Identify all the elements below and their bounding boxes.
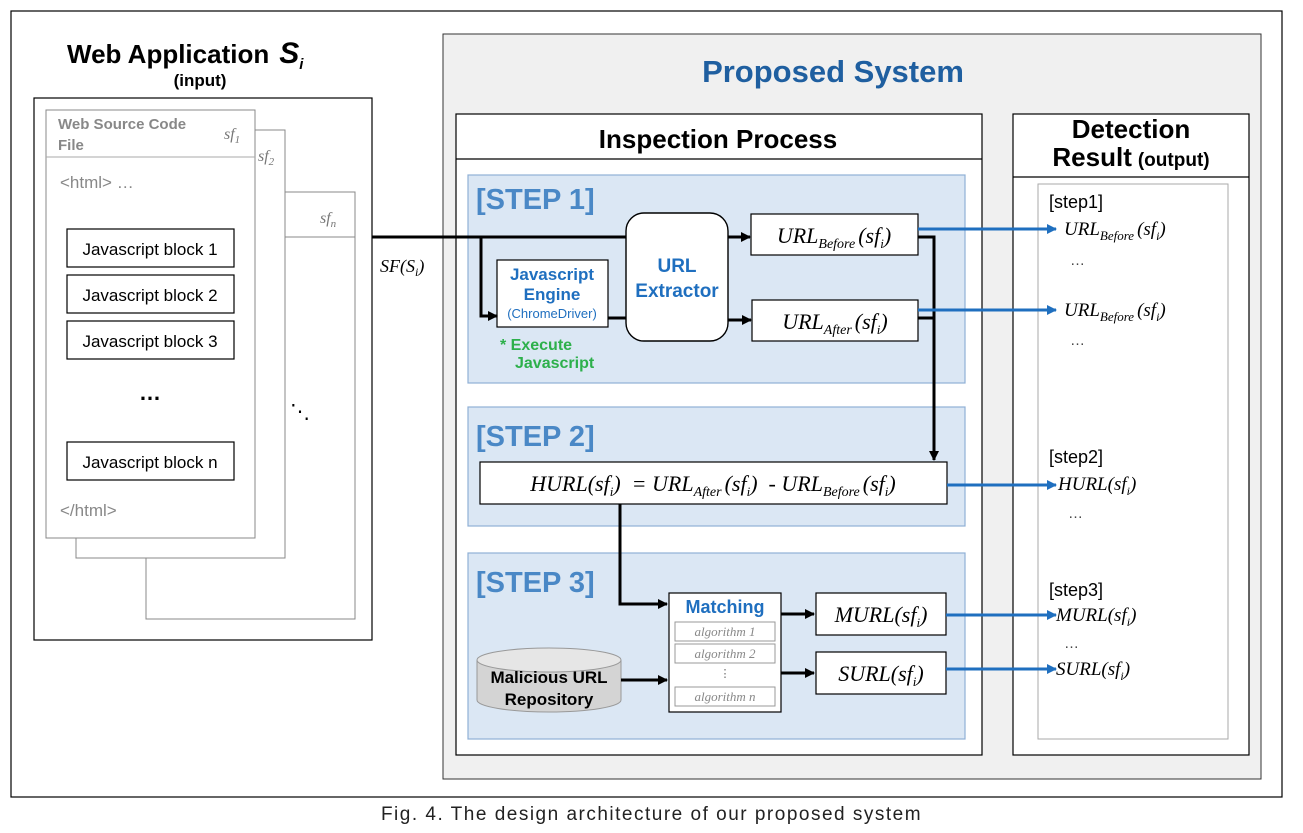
- engine-sub: (ChromeDriver): [507, 306, 597, 321]
- url-after-label: URLAfter(sfi): [782, 309, 888, 338]
- url-before-box: [750, 213, 919, 256]
- file-label-n: sfn: [320, 210, 337, 230]
- js-block-2: [66, 274, 235, 314]
- matching-title: Matching: [686, 597, 765, 617]
- algorithm-n: algorithm n: [694, 689, 755, 704]
- proposed-system-title: Proposed System: [702, 54, 964, 89]
- input-note: (input): [174, 71, 227, 90]
- file-header-line1: Web Source Code: [58, 116, 186, 133]
- stack-ellipsis: ⋱: [290, 401, 310, 423]
- execute-note-line1: * Execute: [500, 337, 572, 354]
- js-block-n-label: Javascript block n: [82, 453, 217, 472]
- result-ellipsis-3: …: [1068, 505, 1083, 522]
- repo-line1: Malicious URL: [490, 668, 607, 687]
- js-block-3: [66, 320, 235, 360]
- result-ellipsis-4: …: [1064, 635, 1079, 652]
- file-label-1: sf1: [224, 126, 240, 146]
- url-extractor-box: [625, 212, 729, 342]
- extractor-line2: Extractor: [635, 281, 719, 302]
- sf-input-label: SF(Si): [380, 256, 424, 279]
- html-open-tag: <html> …: [60, 173, 134, 192]
- hurl-to-matching: [618, 504, 668, 609]
- url-after-box: [751, 299, 919, 342]
- algorithm-n-box: [674, 686, 776, 707]
- url-before-label: URLBefore(sfi): [777, 223, 891, 252]
- murl-box: [815, 592, 947, 636]
- engine-line2: Engine: [524, 285, 581, 304]
- result-murl: MURL(sfi): [1055, 605, 1136, 629]
- detection-title-line1: Detection: [1072, 114, 1190, 144]
- hurl-formula-box: [479, 461, 948, 505]
- url-before-to-step2: [918, 235, 939, 461]
- algorithm-2: algorithm 2: [694, 646, 756, 661]
- inspection-title: Inspection Process: [599, 124, 837, 154]
- result-surl: SURL(sfi): [1056, 659, 1130, 683]
- js-block-n: [66, 441, 235, 481]
- file-label-2: sf2: [258, 148, 275, 168]
- figure-caption: Fig. 4. The design architecture of our p…: [380, 804, 923, 825]
- result-hurl: HURL(sfi): [1057, 474, 1136, 498]
- malicious-url-repository: [476, 647, 622, 713]
- step1-label: [STEP 1]: [476, 184, 595, 216]
- js-block-1: [66, 228, 235, 268]
- murl-label: MURL(sfi): [834, 602, 928, 630]
- engine-line1: Javascript: [510, 265, 594, 284]
- extractor-line1: URL: [657, 256, 696, 277]
- surl-label: SURL(sfi): [838, 661, 924, 689]
- execute-note-line2: Javascript: [515, 355, 595, 372]
- algorithm-1-box: [674, 621, 776, 642]
- arrow-to-engine: [479, 237, 498, 321]
- file-header-line2: File: [58, 137, 84, 154]
- results-list-box: [1037, 183, 1229, 740]
- algorithm-1: algorithm 1: [694, 624, 755, 639]
- js-block-3-label: Javascript block 3: [82, 332, 217, 351]
- step2-label: [STEP 2]: [476, 421, 595, 453]
- result-url-before-2: URLBefore(sfi): [1064, 300, 1166, 324]
- result-step3-label: [step3]: [1049, 580, 1103, 600]
- algorithm-2-box: [674, 643, 776, 664]
- detection-title-line2: Result(output): [1052, 142, 1209, 172]
- javascript-engine-box: [496, 259, 609, 328]
- html-close-tag: </html>: [60, 501, 117, 520]
- algorithm-ellipsis: ⋮: [720, 668, 731, 680]
- surl-box: [815, 651, 947, 695]
- result-ellipsis-2: …: [1070, 332, 1085, 349]
- result-url-before-1: URLBefore(sfi): [1064, 219, 1166, 243]
- repo-line2: Repository: [505, 690, 594, 709]
- result-step2-label: [step2]: [1049, 447, 1103, 467]
- js-block-2-label: Javascript block 2: [82, 286, 217, 305]
- js-block-1-label: Javascript block 1: [82, 240, 217, 259]
- blocks-ellipsis: …: [139, 380, 161, 405]
- hurl-formula: HURL(sfi) = URLAfter(sfi) - URLBefore(sf…: [529, 471, 895, 500]
- result-step1-label: [step1]: [1049, 192, 1103, 212]
- step3-label: [STEP 3]: [476, 567, 595, 599]
- result-ellipsis-1: …: [1070, 252, 1085, 269]
